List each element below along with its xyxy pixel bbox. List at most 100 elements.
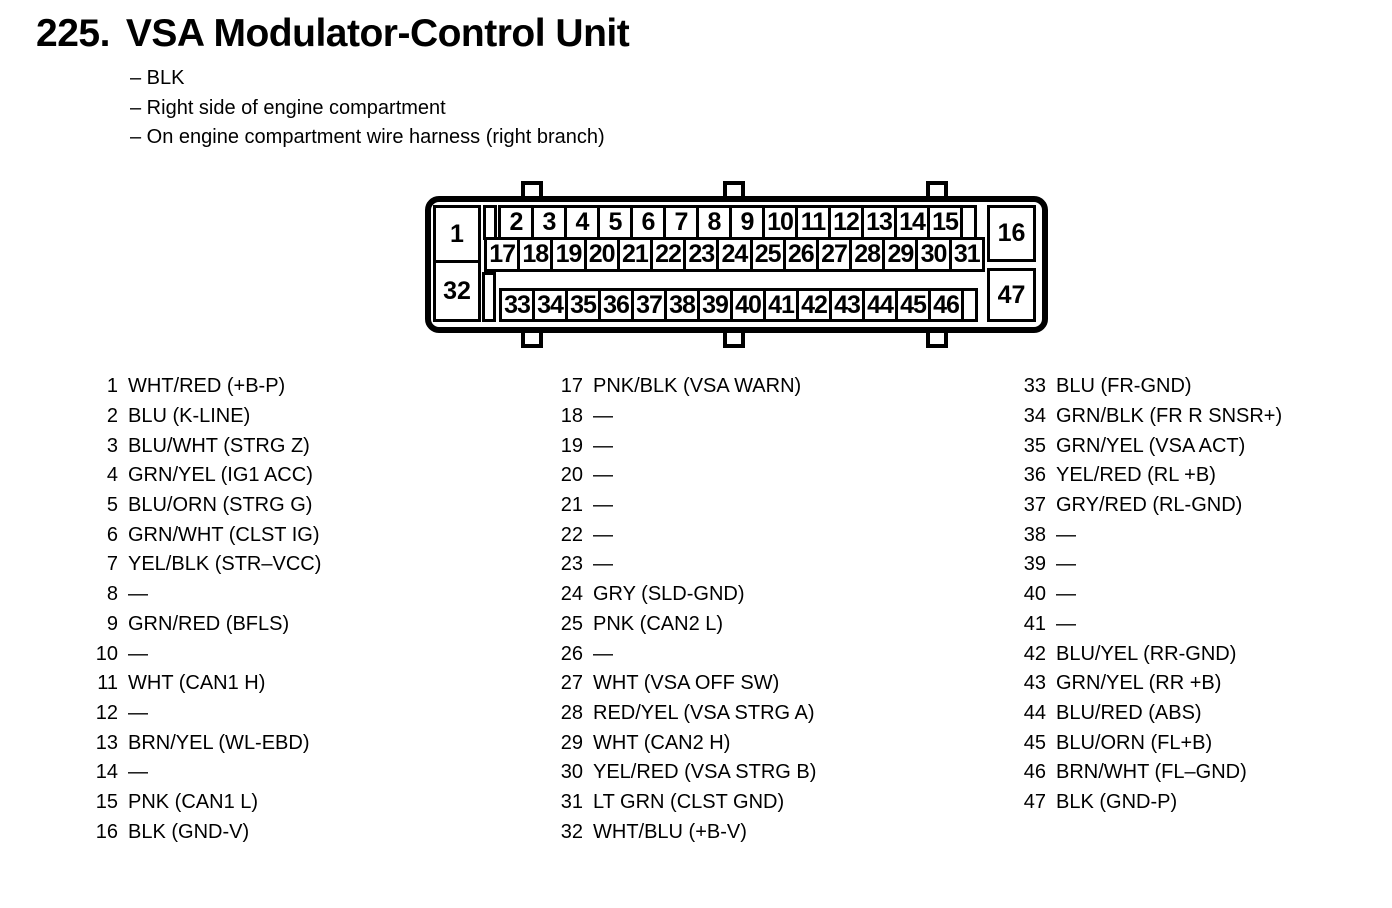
pin-number: 47 — [1023, 790, 1046, 813]
connector-pin-cell-18: 18 — [517, 237, 554, 272]
section-number: 225. — [36, 12, 110, 55]
pin-row-18: 18— — [545, 402, 816, 432]
connector-pin-cell-3: 3 — [531, 205, 567, 240]
connector-pin-cell-10: 10 — [762, 205, 798, 240]
pin-row-21: 21— — [545, 491, 816, 521]
pin-number: 46 — [1023, 761, 1046, 784]
connector-pin-cell-23: 23 — [683, 237, 720, 272]
connector-pin-cell-40: 40 — [730, 288, 766, 322]
connector-pin-cell-25: 25 — [749, 237, 786, 272]
pin-wire-label: WHT (VSA OFF SW) — [593, 672, 780, 695]
connector-mount-tab-bottom-left — [521, 333, 543, 348]
pin-wire-label: — — [593, 553, 613, 576]
connector-pin-cell-26: 26 — [782, 237, 819, 272]
connector-pin-cell-9: 9 — [729, 205, 765, 240]
pin-row-9: 9 GRN/RED (BFLS) — [80, 610, 321, 640]
pin-row-22: 22— — [545, 520, 816, 550]
page-title: 225. VSA Modulator-Control Unit — [36, 12, 630, 55]
pin-row-34: 34 GRN/BLK (FR R SNSR+) — [1008, 402, 1282, 432]
connector-pin-cell-16: 16 — [987, 205, 1036, 262]
pin-wire-label: GRY/RED (RL-GND) — [1056, 494, 1243, 517]
pin-wire-label: — — [128, 761, 148, 784]
connector-mount-tab-top-center — [723, 181, 745, 196]
pin-wire-label: — — [593, 434, 613, 457]
pin-row-41: 41— — [1008, 610, 1282, 640]
pin-wire-label: BLU/RED (ABS) — [1056, 701, 1202, 724]
pin-number: 32 — [560, 820, 583, 843]
pin-number: 34 — [1023, 405, 1046, 428]
connector-pin-cell-27: 27 — [815, 237, 853, 272]
pin-row-38: 38— — [1008, 520, 1282, 550]
pin-row-14: 14— — [80, 758, 321, 788]
pin-number: 15 — [95, 790, 118, 813]
pin-wire-label: PNK (CAN1 L) — [128, 790, 259, 813]
pin-wire-label: — — [1056, 523, 1076, 546]
pin-number: 25 — [560, 612, 583, 635]
connector-pin-cell-15: 15 — [927, 205, 963, 240]
connector-pin-cell-42: 42 — [796, 288, 832, 322]
pin-wire-label: GRN/YEL (VSA ACT) — [1056, 434, 1246, 457]
pin-wire-label: GRN/RED (BFLS) — [128, 612, 290, 635]
connector-pin-cell-38: 38 — [664, 288, 700, 322]
connector-pin-cell-36: 36 — [598, 288, 634, 322]
pin-number: 6 — [106, 523, 118, 546]
pin-wire-label: YEL/BLK (STR–VCC) — [128, 553, 322, 576]
pin-number: 33 — [1023, 375, 1046, 398]
connector-mount-tab-bottom-right — [926, 333, 948, 348]
note-line: – BLK — [130, 67, 185, 90]
pin-wire-label: YEL/RED (VSA STRG B) — [593, 761, 817, 784]
pin-wire-label: BLK (GND-P) — [1056, 790, 1178, 813]
connector-pin-cell-39: 39 — [697, 288, 733, 322]
pin-number: 3 — [106, 434, 118, 457]
pin-row-23: 23 — — [545, 550, 816, 580]
pin-wire-label: GRN/BLK (FR R SNSR+) — [1056, 405, 1283, 428]
connector-pin-cell-13: 13 — [861, 205, 897, 240]
connector-pin-cell-37: 37 — [631, 288, 667, 322]
connector-pin-cell-14: 14 — [894, 205, 930, 240]
pin-wire-label: BRN/YEL (WL-EBD) — [128, 731, 310, 754]
connector-pin-cell-34: 34 — [532, 288, 568, 322]
connector-pin-cell-29: 29 — [882, 237, 919, 272]
pin-number: 4 — [106, 464, 118, 487]
connector-mount-tab-top-right — [926, 181, 948, 196]
pin-wire-label: BLU/ORN (FL+B) — [1056, 731, 1213, 754]
pin-wire-label: BLU/WHT (STRG Z) — [128, 434, 310, 457]
pin-number: 42 — [1023, 642, 1046, 665]
pin-number: 24 — [560, 583, 583, 606]
pin-number: 39 — [1023, 553, 1046, 576]
pin-row-20: 20— — [545, 461, 816, 491]
pin-number: 23 — [560, 553, 583, 576]
pin-wire-label: — — [128, 642, 148, 665]
connector-pin-cell-8: 8 — [696, 205, 732, 240]
pin-row-40: 40— — [1008, 580, 1282, 610]
pin-number: 9 — [106, 612, 118, 635]
pin-wire-label: BLU/YEL (RR-GND) — [1056, 642, 1237, 665]
pin-row-44: 44 BLU/RED (ABS) — [1008, 699, 1282, 729]
connector-pin-cell-35: 35 — [565, 288, 601, 322]
pin-number: 28 — [560, 701, 583, 724]
connector-pin-cell-21: 21 — [616, 237, 653, 272]
page-title-text: VSA Modulator-Control Unit — [125, 12, 630, 55]
connector-pin-cell-47: 47 — [987, 268, 1036, 322]
pin-number: 44 — [1023, 701, 1046, 724]
pin-row-15: 15 PNK (CAN1 L) — [80, 788, 321, 818]
